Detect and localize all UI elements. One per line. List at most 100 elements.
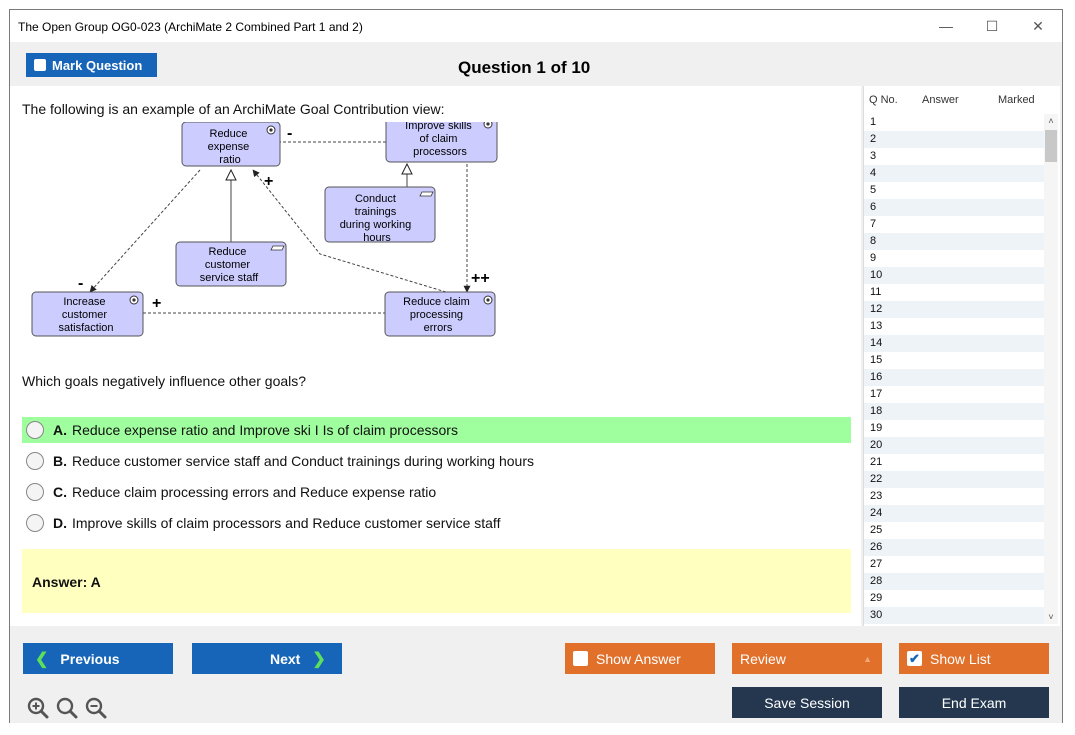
chevron-right-icon: ❯ <box>312 650 326 668</box>
mark-question-button[interactable]: Mark Question <box>26 53 157 77</box>
show-answer-checkbox-icon <box>573 651 588 666</box>
goal-text: service staff <box>200 272 259 284</box>
goal-text: errors <box>424 322 453 334</box>
radio-button[interactable] <box>26 421 44 439</box>
question-list-row[interactable]: 21 <box>870 456 883 468</box>
question-list-row[interactable]: 18 <box>864 403 1044 420</box>
question-list-row[interactable]: 22 <box>864 471 1044 488</box>
question-list-row[interactable]: 29 <box>870 592 883 604</box>
question-list-row[interactable]: 3 <box>870 150 877 162</box>
scroll-thumb[interactable] <box>1045 130 1057 162</box>
question-list-row[interactable]: 4 <box>864 165 1044 182</box>
option-text: Reduce expense ratio and Improve ski I I… <box>72 422 458 438</box>
question-list-row[interactable]: 30 <box>864 607 1044 624</box>
answer-text: Answer: A <box>32 574 101 590</box>
previous-button[interactable]: ❮ Previous <box>23 643 173 674</box>
svg-text:Reduce customer: Reduce customer service staff <box>200 246 259 284</box>
close-button[interactable]: ✕ <box>1032 18 1044 34</box>
previous-label: Previous <box>60 650 120 667</box>
question-list-row[interactable]: 26 <box>864 539 1044 556</box>
question-list-row[interactable]: 28 <box>864 573 1044 590</box>
zoom-out-icon[interactable] <box>84 696 108 720</box>
goal-text: processors <box>413 146 467 158</box>
review-dropdown[interactable]: Review ▲ <box>732 643 882 674</box>
question-list-row[interactable]: 17 <box>870 388 883 400</box>
question-list-row[interactable]: 15 <box>870 354 883 366</box>
marked-column-header: Marked <box>998 94 1035 106</box>
goal-text: Increase <box>63 296 105 308</box>
question-list-row[interactable]: 1 <box>870 116 877 128</box>
question-list-row[interactable]: 27 <box>870 558 883 570</box>
sign-plus-satisfaction: + <box>152 295 161 312</box>
question-list-scrollbar[interactable]: ˄ ˅ <box>1044 114 1058 624</box>
svg-text:Increase customer: Increase customer satisfaction <box>58 296 113 334</box>
question-list-row[interactable]: 25 <box>870 524 883 536</box>
question-prompt: The following is an example of an ArchiM… <box>22 101 445 117</box>
question-list-row[interactable]: 8 <box>864 233 1044 250</box>
diagram-relations <box>89 138 471 317</box>
zoom-reset-icon[interactable] <box>55 696 79 720</box>
scroll-up-icon[interactable]: ˄ <box>1048 116 1054 126</box>
svg-text:Conduct trainings: Conduct trainings during working hours <box>340 193 415 244</box>
option-c[interactable]: C. Reduce claim processing errors and Re… <box>22 479 851 505</box>
maximize-button[interactable]: ☐ <box>985 18 999 34</box>
goal-contribution-diagram: Reduce expense ratio Improve skills of c… <box>31 122 498 337</box>
question-list-row[interactable]: 2 <box>864 131 1044 148</box>
app-window: The Open Group OG0-023 (ArchiMate 2 Comb… <box>9 9 1063 723</box>
question-list-row[interactable]: 16 <box>864 369 1044 386</box>
radio-button[interactable] <box>26 452 44 470</box>
option-letter: C. <box>53 484 67 500</box>
scroll-down-icon[interactable]: ˅ <box>1048 612 1054 622</box>
question-list-row[interactable]: 14 <box>864 335 1044 352</box>
end-exam-button[interactable]: End Exam <box>899 687 1049 718</box>
window-title: The Open Group OG0-023 (ArchiMate 2 Comb… <box>18 20 363 34</box>
question-list-row[interactable]: 20 <box>864 437 1044 454</box>
option-letter: B. <box>53 453 67 469</box>
qno-column-header: Q No. <box>869 94 898 106</box>
sign-minus-expense: - <box>287 125 292 142</box>
option-letter: D. <box>53 515 67 531</box>
goal-reduce-staff: Reduce customer service staff <box>175 241 287 287</box>
relation-expense-to-satisfaction <box>89 169 201 293</box>
option-text: Improve skills of claim processors and R… <box>72 515 501 531</box>
option-d[interactable]: D. Improve skills of claim processors an… <box>22 510 851 536</box>
goal-text: during working <box>340 219 412 231</box>
radio-button[interactable] <box>26 514 44 532</box>
end-exam-label: End Exam <box>941 694 1007 711</box>
goal-reduce-errors: Reduce claim processing errors <box>384 291 496 337</box>
question-list-row[interactable]: 19 <box>870 422 883 434</box>
svg-text:Improve skills of cl: Improve skills of claim processors <box>405 122 475 158</box>
question-list-row[interactable]: 6 <box>864 199 1044 216</box>
goal-text: satisfaction <box>58 322 113 334</box>
footer-toolbar: ❮ Previous Next ❯ Show Answer Review ▲ ✔… <box>10 626 1062 723</box>
option-b[interactable]: B. Reduce customer service staff and Con… <box>22 448 851 474</box>
question-list-row[interactable]: 5 <box>870 184 877 196</box>
question-list-row[interactable]: 11 <box>870 286 882 298</box>
goal-text: expense <box>208 141 250 153</box>
save-session-button[interactable]: Save Session <box>732 687 882 718</box>
question-list-row[interactable]: 7 <box>870 218 877 230</box>
goal-text: customer <box>62 309 108 321</box>
goal-text: of claim <box>420 133 458 145</box>
question-list-row[interactable]: 10 <box>864 267 1044 284</box>
next-button[interactable]: Next ❯ <box>192 643 342 674</box>
question-list-row[interactable]: 23 <box>870 490 883 502</box>
question-text: Which goals negatively influence other g… <box>22 373 307 389</box>
mark-checkbox-icon <box>34 59 46 71</box>
save-session-label: Save Session <box>764 694 850 711</box>
sign-minus-satisfaction: - <box>78 275 83 292</box>
svg-text:Reduce claim process: Reduce claim processing errors <box>403 296 473 334</box>
show-answer-button[interactable]: Show Answer <box>565 643 715 674</box>
zoom-in-icon[interactable] <box>26 696 50 720</box>
question-list-row[interactable]: 24 <box>864 505 1044 522</box>
minimize-button[interactable]: — <box>939 18 953 34</box>
show-list-button[interactable]: ✔ Show List <box>899 643 1049 674</box>
question-list-row[interactable]: 9 <box>870 252 877 264</box>
goal-improve-skills: Improve skills of claim processors <box>385 122 498 163</box>
question-list-row[interactable]: 12 <box>864 301 1044 318</box>
goal-text: Reduce <box>210 128 248 140</box>
svg-text:Reduce expense: Reduce expense ratio <box>208 128 253 166</box>
radio-button[interactable] <box>26 483 44 501</box>
option-a[interactable]: A. Reduce expense ratio and Improve ski … <box>22 417 851 443</box>
question-list-row[interactable]: 13 <box>870 320 883 332</box>
